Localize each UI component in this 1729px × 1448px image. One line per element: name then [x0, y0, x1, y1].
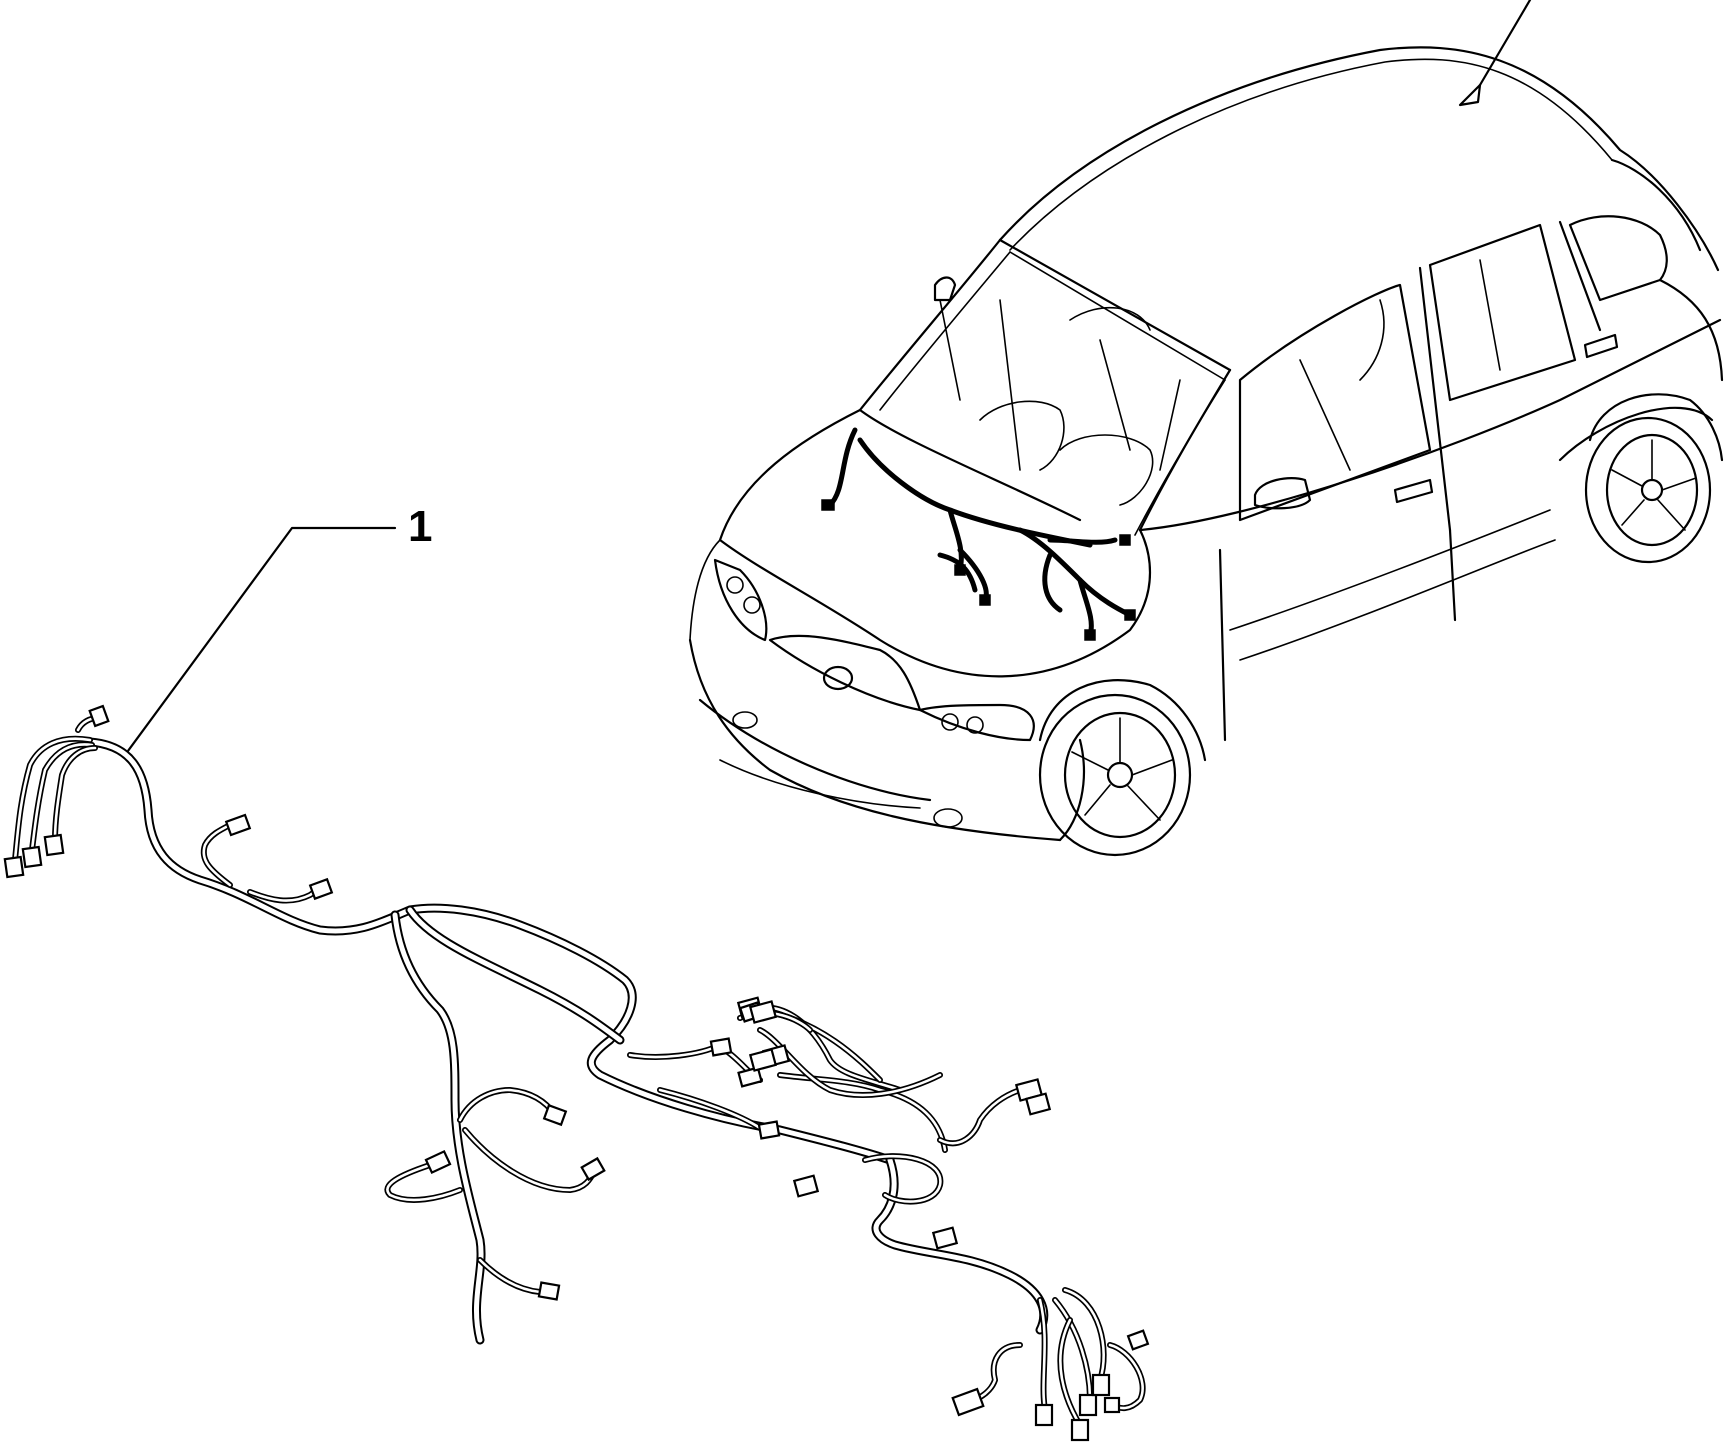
connector-plug-icon	[1078, 1393, 1098, 1417]
connector-plug-icon	[1070, 1418, 1090, 1442]
wiring-harness-icon	[12, 715, 1146, 1428]
connector-plug-icon	[88, 704, 110, 728]
connector-plug-icon	[951, 1387, 985, 1417]
connector-plug-icon	[1126, 1329, 1150, 1351]
connector-plug-icon	[748, 1048, 778, 1072]
car-outline-icon	[688, 0, 1724, 857]
part-number-callout: 1	[408, 502, 433, 551]
connector-plug-icon	[748, 1000, 778, 1024]
connector-plug-icon	[308, 877, 334, 901]
connector-plug-icon	[931, 1226, 959, 1250]
connector-plug-icon	[3, 855, 25, 879]
connector-plug-icon	[224, 813, 252, 837]
connector-plug-icon	[537, 1281, 561, 1301]
connector-plug-icon	[43, 833, 65, 857]
connector-plug-icon	[424, 1149, 452, 1175]
connector-plug-icon	[757, 1120, 781, 1140]
callout-leader	[123, 526, 397, 757]
connector-plug-icon	[737, 1066, 763, 1088]
connector-plug-icon	[21, 845, 43, 869]
connectors	[3, 704, 1150, 1442]
connector-plug-icon	[709, 1037, 733, 1057]
connector-plug-icon	[542, 1103, 568, 1127]
connector-plug-icon	[1034, 1403, 1054, 1427]
connector-plug-icon	[1103, 1396, 1121, 1414]
connector-plug-icon	[580, 1156, 606, 1182]
connector-plug-icon	[1024, 1092, 1052, 1116]
connector-plug-icon	[792, 1174, 820, 1198]
connector-plug-icon	[1091, 1373, 1111, 1397]
